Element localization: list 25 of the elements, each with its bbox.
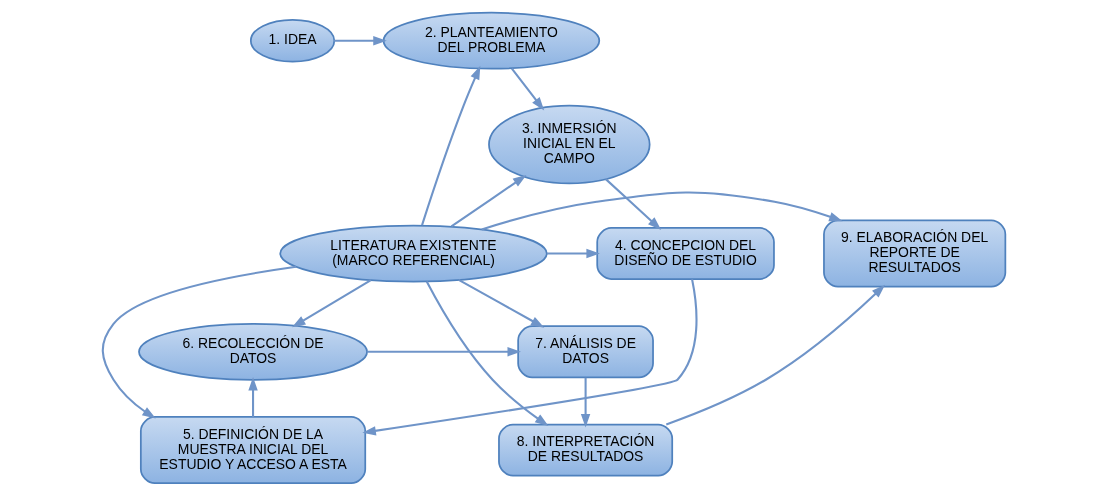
node-ellipse: 6. RECOLECCIÓN DE DATOS xyxy=(137,322,368,381)
arrow xyxy=(480,191,843,231)
arrow xyxy=(247,377,258,417)
node-box: 4. CONCEPCION DEL DISEÑO DE ESTUDIO xyxy=(595,227,775,280)
arrow xyxy=(333,35,387,46)
arrow xyxy=(425,281,548,427)
arrow xyxy=(450,175,526,228)
node-ellipse: 1. IDEA xyxy=(249,18,335,63)
arrow xyxy=(361,279,697,436)
arrow xyxy=(665,284,885,426)
node-box: 7. ANÁLISIS DE DATOS xyxy=(516,325,654,379)
arrow xyxy=(291,279,371,328)
node-ellipse: 2. PLANTEAMIENTO DEL PROBLEMA xyxy=(382,11,600,70)
node-box: 5. DEFINICIÓN DE LA MUESTRA INICIAL DEL ESTUDIO Y ACCESO A ESTA xyxy=(139,416,366,485)
node-box: 9. ELABORACIÓN DEL REPORTE DE RESULTADOS xyxy=(822,219,1006,288)
arrow xyxy=(420,65,480,226)
arrow xyxy=(546,248,600,259)
arrow xyxy=(101,265,296,419)
arrow xyxy=(510,67,544,111)
arrow xyxy=(604,178,661,230)
arrow xyxy=(580,377,590,428)
node-box: 8. INTERPRETACIÓN DE RESULTADOS xyxy=(497,423,673,477)
arrow xyxy=(366,347,521,357)
arrow xyxy=(457,278,544,328)
node-ellipse: LITERATURA EXISTENTE (MARCO REFERENCIAL) xyxy=(278,224,548,283)
